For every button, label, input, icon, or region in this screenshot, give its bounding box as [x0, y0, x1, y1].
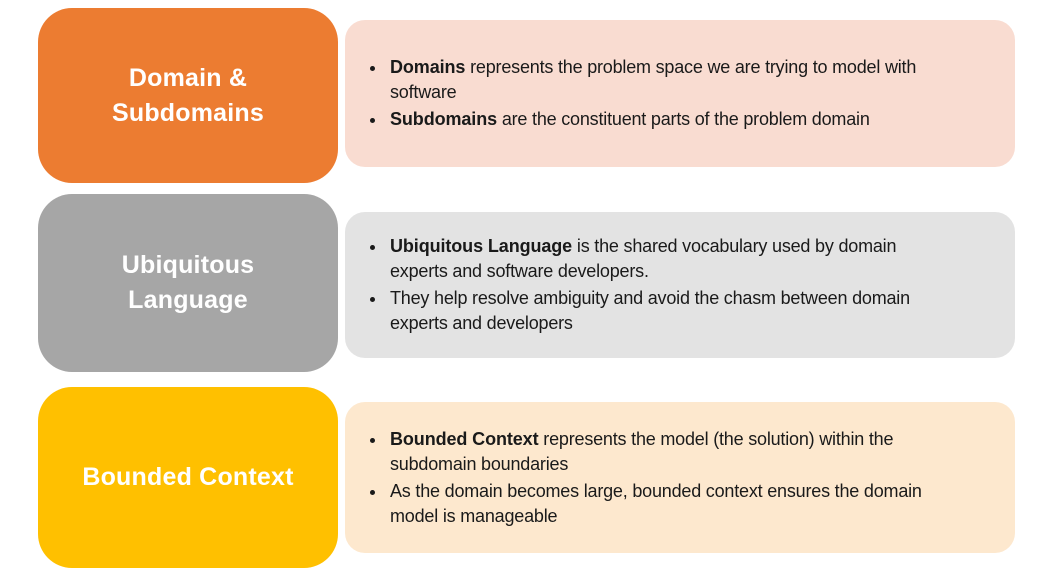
- bullet-text: are the constituent parts of the problem…: [497, 109, 870, 129]
- concept-panel-bounded-context: Bounded Context represents the model (th…: [345, 402, 1015, 553]
- concept-label-text: Bounded Context: [82, 463, 294, 491]
- bullet-item: Bounded Context represents the model (th…: [387, 427, 947, 477]
- concept-panel-domain-subdomains: Domains represents the problem space we …: [345, 20, 1015, 167]
- bullet-list: Bounded Context represents the model (th…: [345, 425, 967, 531]
- bullet-text: represents the model (the solution) with…: [390, 428, 894, 474]
- concept-label-bounded-context: Bounded Context: [38, 387, 338, 568]
- bullet-list: Ubiquitous Language is the shared vocabu…: [345, 232, 967, 338]
- bullet-text: They help resolve ambiguity and avoid th…: [390, 288, 910, 333]
- bullet-item: Subdomains are the constituent parts of …: [387, 107, 947, 132]
- bullet-item: Ubiquitous Language is the shared vocabu…: [387, 234, 947, 284]
- bullet-item: As the domain becomes large, bounded con…: [387, 479, 947, 529]
- bullet-text: represents the problem space we are tryi…: [390, 57, 917, 102]
- concept-label-text: Ubiquitous Language: [121, 251, 255, 314]
- concept-label-domain-subdomains: Domain & Subdomains: [38, 8, 338, 183]
- bullet-term: Bounded Context: [390, 428, 539, 449]
- bullet-text: As the domain becomes large, bounded con…: [390, 480, 922, 526]
- bullet-term: Ubiquitous Language: [390, 236, 573, 256]
- bullet-text: is the shared vocabulary used by domain …: [390, 236, 897, 281]
- concept-label-text: Domain & Subdomains: [111, 63, 264, 127]
- bullet-item: Domains represents the problem space we …: [387, 55, 947, 105]
- bullet-term: Domains: [390, 57, 466, 77]
- bullet-item: They help resolve ambiguity and avoid th…: [387, 286, 947, 336]
- concept-label-ubiquitous-language: Ubiquitous Language: [38, 194, 338, 372]
- bullet-list: Domains represents the problem space we …: [345, 53, 967, 134]
- concept-panel-ubiquitous-language: Ubiquitous Language is the shared vocabu…: [345, 212, 1015, 358]
- bullet-term: Subdomains: [390, 109, 498, 129]
